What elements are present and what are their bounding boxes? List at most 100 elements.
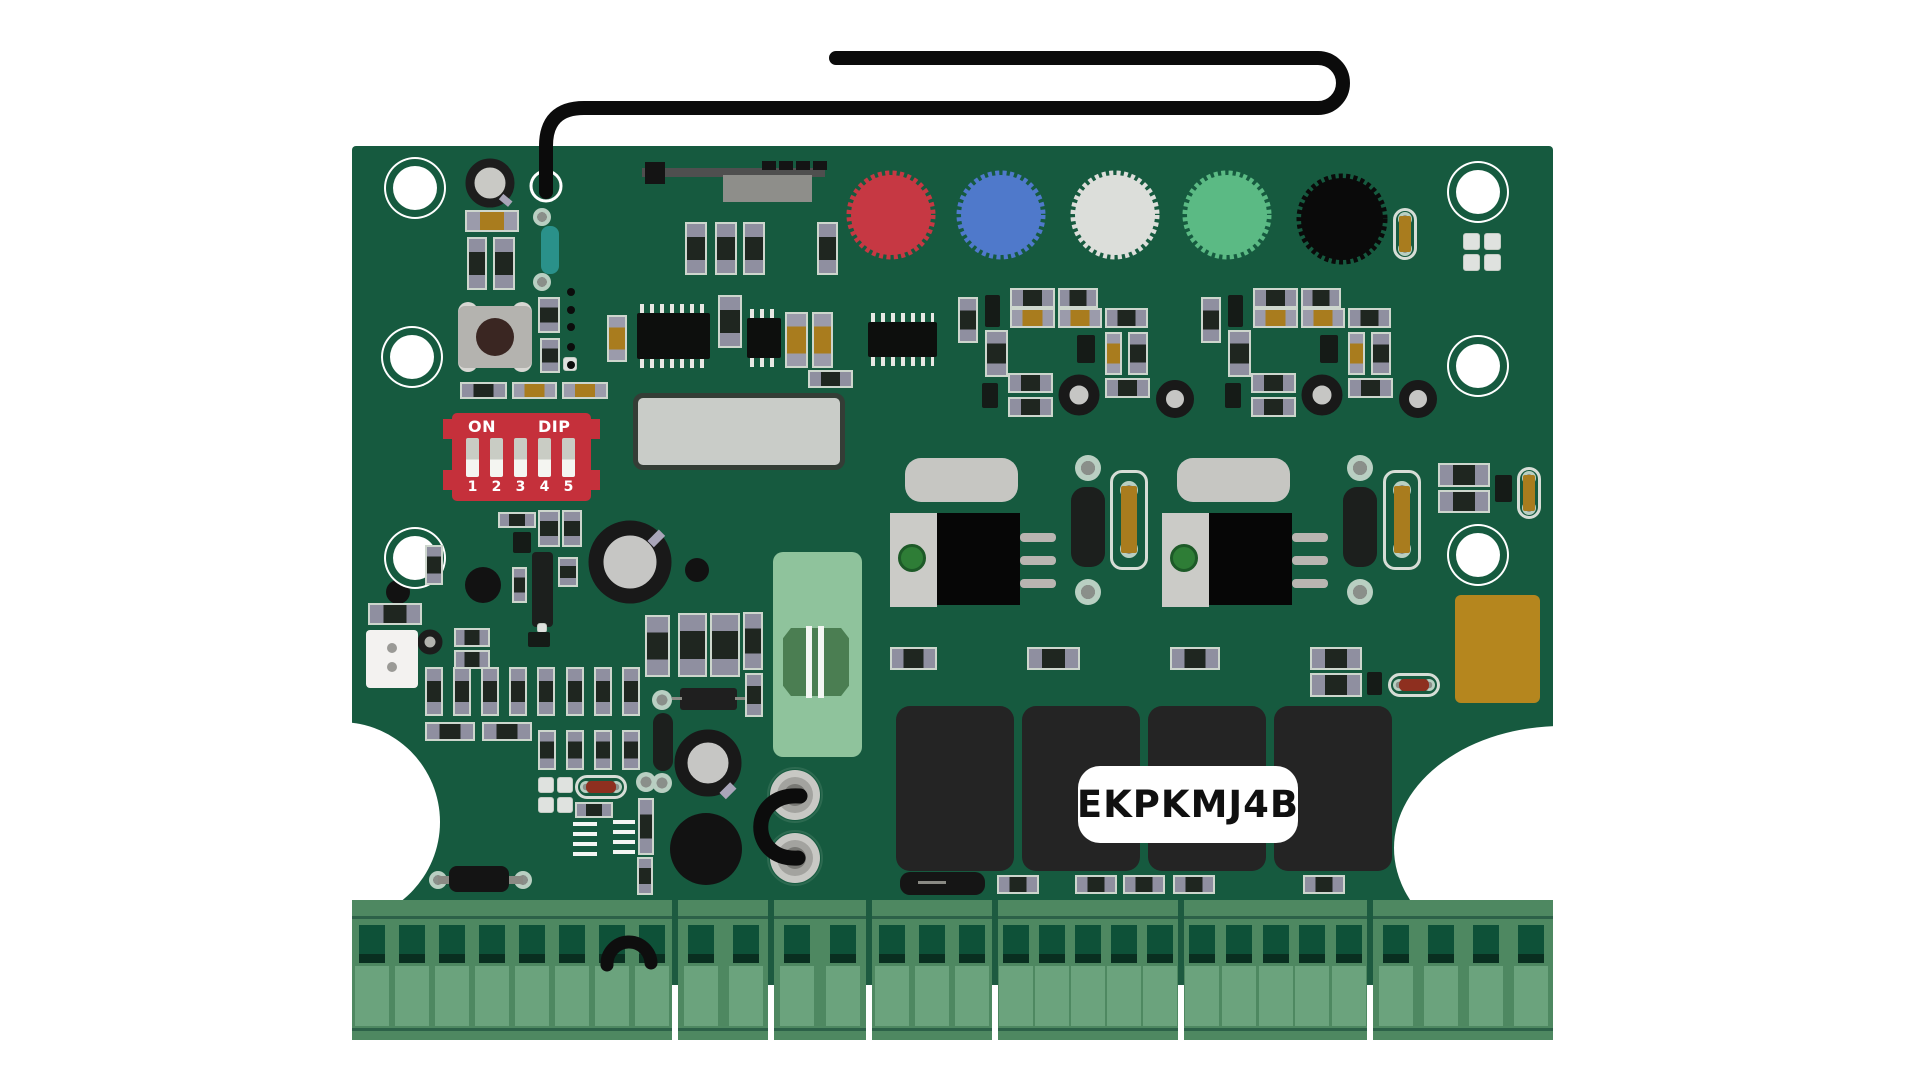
varistor (1343, 487, 1377, 567)
gold-contact-block (1455, 595, 1540, 703)
terminal-slot[interactable] (639, 925, 665, 963)
terminal-tab (683, 966, 718, 1026)
dip-slider-5[interactable] (562, 438, 575, 477)
terminal-slot[interactable] (1299, 925, 1326, 963)
terminal-slot[interactable] (879, 925, 905, 963)
smd-resistor (1173, 875, 1215, 894)
terminal-slot[interactable] (687, 925, 714, 963)
terminal-slot[interactable] (1382, 925, 1409, 963)
terminal-slot[interactable] (479, 925, 505, 963)
terminal-group-3[interactable] (774, 900, 866, 1040)
button-black[interactable] (1296, 173, 1388, 265)
smd-resistor (685, 222, 707, 275)
to220-hole (1170, 544, 1198, 572)
smd-resistor (1008, 397, 1053, 417)
resistor-body (1523, 475, 1535, 511)
button-red[interactable] (846, 170, 936, 260)
trimmer-notch (498, 193, 513, 207)
smd-resistor (808, 370, 853, 388)
terminal-tab (1331, 966, 1366, 1026)
axial-resistor (1393, 208, 1417, 260)
ic-soic8 (747, 309, 781, 367)
model-label: EKPKMJ4B (1077, 766, 1298, 843)
terminal-group-5[interactable] (998, 900, 1178, 1040)
terminal-slot[interactable] (732, 925, 759, 963)
smd-resistor (454, 650, 490, 669)
smd-resistor (467, 237, 487, 290)
to220-body (1209, 513, 1292, 605)
mounting-hole (1456, 344, 1500, 388)
smd-tantalum (785, 312, 808, 368)
terminal-group-7[interactable] (1373, 900, 1553, 1040)
dip-slider-1[interactable] (466, 438, 479, 477)
terminal-group-1[interactable] (352, 900, 672, 1040)
sot23-transistor (1320, 335, 1338, 363)
to220-body (937, 513, 1020, 605)
terminal-tab (1107, 966, 1141, 1026)
smd-resistor (1170, 647, 1220, 670)
dip-dip-label: DIP (538, 417, 571, 436)
terminal-slot[interactable] (359, 925, 385, 963)
terminal-slot[interactable] (1262, 925, 1289, 963)
smd-resistor (538, 510, 560, 547)
red-diode (1388, 673, 1440, 697)
terminal-tab (555, 966, 589, 1026)
silkscreen-line (573, 832, 597, 836)
silkscreen-line (573, 842, 597, 846)
terminal-slot[interactable] (1335, 925, 1362, 963)
terminal-ridge (1184, 916, 1367, 919)
smd-resistor (537, 667, 555, 716)
terminal-tab (1035, 966, 1069, 1026)
smd-resistor (1438, 490, 1490, 513)
button-white[interactable] (1070, 170, 1160, 260)
terminal-slot[interactable] (919, 925, 945, 963)
terminal-slot[interactable] (599, 925, 625, 963)
button-blue[interactable] (956, 170, 1046, 260)
dip-switch-wing (588, 470, 600, 490)
capacitor-cluster (1058, 374, 1100, 416)
terminal-slot[interactable] (439, 925, 465, 963)
inductor-lead (735, 697, 745, 700)
dip-slider-2[interactable] (490, 438, 503, 477)
terminal-tab (1258, 966, 1293, 1026)
through-hole-pad (1347, 579, 1373, 605)
terminal-slot[interactable] (559, 925, 585, 963)
terminal-group-4[interactable] (872, 900, 992, 1040)
terminal-tab (595, 966, 629, 1026)
terminal-tab (915, 966, 949, 1026)
terminal-group-6[interactable] (1184, 900, 1367, 1040)
silkscreen-line (613, 820, 635, 824)
push-button-actuator[interactable] (476, 318, 514, 356)
terminal-slot[interactable] (1225, 925, 1252, 963)
button-green[interactable] (1182, 170, 1272, 260)
terminal-slot[interactable] (1189, 925, 1216, 963)
header-connector-block (645, 162, 665, 184)
dip-number: 3 (515, 479, 526, 495)
terminal-slot[interactable] (1147, 925, 1173, 963)
silkscreen-line (613, 830, 635, 834)
terminal-tab (355, 966, 389, 1026)
terminal-slot[interactable] (959, 925, 985, 963)
terminal-slot[interactable] (1472, 925, 1499, 963)
terminal-slot[interactable] (830, 925, 856, 963)
terminal-slot[interactable] (784, 925, 810, 963)
terminal-group-2[interactable] (678, 900, 768, 1040)
terminal-slot[interactable] (1075, 925, 1101, 963)
terminal-slot[interactable] (1517, 925, 1544, 963)
sot23-transistor (985, 295, 1000, 327)
dip-slider-4[interactable] (538, 438, 551, 477)
smd-resistor (594, 667, 612, 716)
terminal-slot[interactable] (1111, 925, 1137, 963)
terminal-slot[interactable] (519, 925, 545, 963)
inductor-lead (672, 697, 682, 700)
smd-resistor (498, 512, 536, 528)
smd-resistor (1201, 297, 1221, 343)
sot23-transistor (1367, 672, 1382, 695)
terminal-slot[interactable] (1003, 925, 1029, 963)
smd-resistor (638, 798, 654, 855)
terminal-slot[interactable] (1039, 925, 1065, 963)
terminal-slot[interactable] (399, 925, 425, 963)
dip-slider-3[interactable] (514, 438, 527, 477)
smd-resistor (493, 237, 515, 290)
terminal-slot[interactable] (1427, 925, 1454, 963)
